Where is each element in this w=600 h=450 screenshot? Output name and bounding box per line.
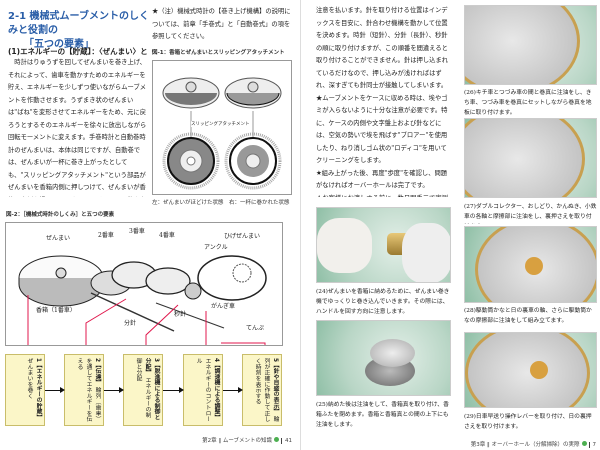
photo-28 (464, 226, 597, 303)
footer-chapter: 第3章 ‖ オーバーホール（分解掃除）の実際 (470, 442, 580, 448)
page-number: 41 (281, 438, 292, 444)
page-footer: 第3章 ‖ オーバーホール（分解掃除）の実際 7 (471, 440, 596, 448)
step-2-box: 2【伝達】 輪列（歯車）を通してエネルギーを伝える (64, 354, 104, 426)
step-5-box: 5【針や目盛の表示】 輪列が正確に作動して正しく時刻を表示する (242, 354, 282, 426)
label-minute-hand: 分針 (124, 320, 137, 327)
fig1-title: 図-1：香箱とぜんまいとスリッピングアタッチメント (152, 50, 285, 56)
label-second-wheel: 2番車 (98, 232, 114, 239)
movement (465, 6, 580, 84)
label-third-wheel: 3番車 (129, 228, 145, 235)
photo-25 (316, 320, 451, 396)
fig1-diagram: スリッピングアタッチメント (152, 60, 292, 195)
left-page: 2-1 機械式ムーブメントのしくみと役割の 「五つの要素」 (1)エネルギーの【… (5, 8, 292, 444)
caption-26: (26)キチ車とつづみ車の間と巻真に注油をし、きち車、つづみ車を巻真にセットしな… (464, 90, 592, 116)
movement (465, 119, 585, 197)
step-title: 【エネルギーの貯蔵】 (35, 362, 41, 421)
title-line: 2-1 機械式ムーブメントのしくみと役割の (8, 11, 149, 36)
step-desc: 輪列（歯車）を通してエネルギーを伝える (76, 358, 100, 422)
footer-chapter: 第2章 ‖ ムーブメントの知識 (202, 438, 272, 444)
label-second-hand: 秒針 (174, 311, 187, 318)
note-text: ★（注）機械式時計の【巻き上げ機構】の説明については、前章「手巻式」と「自動巻式… (152, 8, 291, 40)
movement (465, 333, 590, 407)
label-hairspring: ひげぜんまい (224, 233, 261, 240)
fig2-diagram: ぜんまい 香箱（1番車） 2番車 3番車 4番車 ひげぜんまい アンクル がんぎ… (5, 222, 283, 358)
fig1-caption: 左：ぜんまいがほどけた状態 右：一杯に巻かれた状態 (152, 200, 290, 206)
right-page: 注意を払います。針を取り付ける位置はインデックスを目安に、針合わせ機構を動かして… (300, 0, 600, 450)
title-line: 「五つの要素」 (24, 39, 94, 50)
body-text: 時計はりゅうずを回してぜんまいを巻き上げ、それによって、歯車を動かすためのエネル… (8, 59, 147, 197)
page-title: 2-1 機械式ムーブメントのしくみと役割の 「五つの要素」 (8, 10, 153, 52)
step-title: 【伝達】 (94, 362, 100, 386)
body-text: 注意を払います。針を取り付ける位置はインデックスを目安に、針合わせ機構を動かして… (316, 7, 449, 197)
section-heading: (1)エネルギーの【貯蔵】：〈ぜんまい〉と〈香箱〉 (8, 47, 153, 56)
glove (402, 223, 450, 282)
step-desc: エネルギーの制御と分配 (135, 358, 150, 418)
dot-icon (274, 437, 279, 442)
fig2-title: 図-2：［機械式時計のしくみ］と五つの要素 (6, 212, 115, 218)
caption-25: (25)納めた後は注油をして、香箱真を取り付け、香箱ふたを閉めます。香箱と香箱真… (316, 402, 449, 428)
page-number: 7 (588, 442, 596, 448)
flow-arrow-icon (104, 387, 124, 393)
photo-27 (464, 118, 597, 198)
step-title: 【針や目盛の表示】 (272, 362, 278, 415)
label-balance: てんぷ (246, 325, 265, 332)
label-barrel: 香箱（1番車） (36, 307, 76, 314)
step-title: 【調速機による調整】 (213, 362, 219, 421)
label-mainspring: ぜんまい (46, 235, 71, 242)
step-4-box: 4【調速機による調整】 エネルギーのコントロール (183, 354, 223, 426)
flow-arrow-icon (45, 387, 65, 393)
step-desc: ぜんまいを巻く (26, 358, 32, 399)
gear (525, 257, 543, 275)
step-number: 4 (213, 358, 219, 363)
photo-29 (464, 332, 597, 408)
step-desc: 輪列が正確に作動して正しく時刻を表示する (254, 358, 278, 422)
caption-27: (27)ダブルコレクター、おしどり、かんぬき、小鉄車の各軸と摩擦部に注油をし、裏… (464, 204, 597, 220)
step-number: 1 (35, 358, 41, 363)
label-escape-wheel: がんぎ車 (211, 303, 236, 310)
barrel-cover (370, 339, 415, 367)
photo-24 (316, 207, 451, 283)
step-3-box: 3【脱進機による制御と分配】 エネルギーの制御と分配 (123, 354, 163, 426)
page-footer: 第2章 ‖ ムーブメントの知識 41 (202, 436, 292, 444)
caption-28: (28)駆動筒かなと日の裏車の軸、さらに駆動筒かなの摩擦部に注油をして組み立てま… (464, 308, 592, 324)
flow-arrow-icon (163, 387, 184, 393)
flow-arrow-icon (223, 387, 243, 393)
dot-icon (581, 441, 587, 446)
step-1-box: 1【エネルギーの貯蔵】 ぜんまいを巻く (5, 354, 45, 426)
step-number: 3 (153, 358, 159, 363)
caption-29: (29)日車早送り操作レバーを取り付け、日の裏押さえを取り付けます。 (464, 414, 592, 430)
photo-26 (464, 5, 597, 85)
slipping-attachment-label: スリッピングアタッチメント (191, 121, 250, 127)
step-desc: エネルギーのコントロール (195, 358, 210, 422)
label-fourth-wheel: 4番車 (159, 232, 175, 239)
glove (317, 218, 372, 273)
step-number: 5 (272, 358, 278, 363)
barrel-illustration (162, 77, 282, 190)
label-pallet: アンクル (204, 244, 228, 251)
gear (530, 361, 548, 379)
step-title: 【脱進機による制御と分配】 (144, 358, 159, 421)
caption-24: (24)ぜんまいを香箱に納めるために、ぜんまい巻き機でゆっくりと巻き込んでいきま… (316, 289, 450, 315)
movement-illustration (18, 255, 267, 358)
step-number: 2 (94, 358, 100, 363)
